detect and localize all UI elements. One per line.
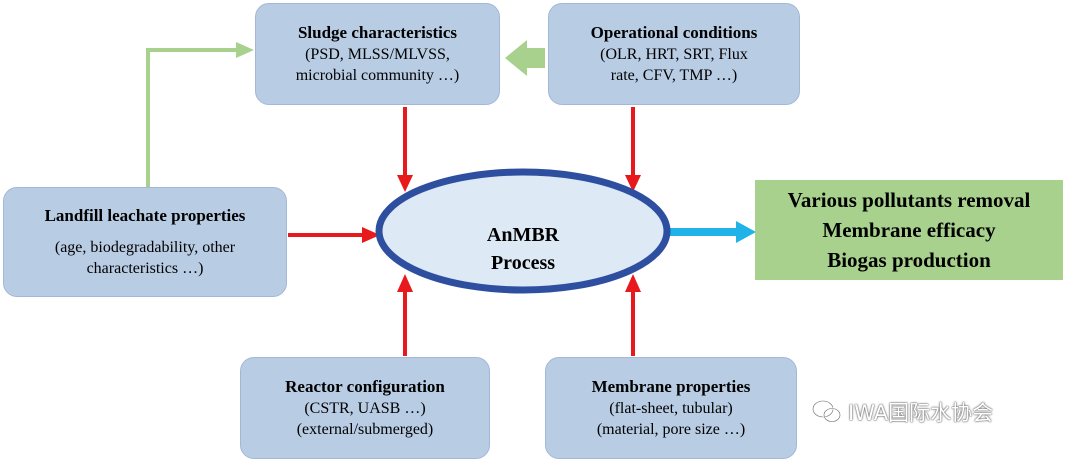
membrane-title: Membrane properties — [591, 377, 751, 396]
blue-output-arrowhead — [736, 221, 756, 243]
landfill-detail-2: characteristics …) — [86, 260, 204, 277]
green-feedback-arrow — [146, 48, 238, 187]
watermark-text: IWA国际水协会 — [848, 401, 994, 425]
outcome-line-1: Various pollutants removal — [787, 188, 1031, 212]
sludge-detail-1: (PSD, MLSS/MLVSS, — [305, 46, 450, 63]
blue-output-arrow — [668, 228, 738, 236]
membrane-detail-2: (material, pore size …) — [596, 421, 746, 438]
reactor-title: Reactor configuration — [285, 377, 445, 396]
process-line-2: Process — [490, 252, 556, 274]
operational-conditions-box: Operational conditions (OLR, HRT, SRT, F… — [548, 3, 800, 105]
process-label: AnMBR Process — [376, 198, 670, 300]
sludge-title: Sludge characteristics — [297, 23, 458, 42]
sludge-characteristics-box: Sludge characteristics (PSD, MLSS/MLVSS,… — [255, 3, 500, 105]
sludge-detail-2: microbial community …) — [295, 67, 460, 84]
anmbr-process-ellipse — [375, 168, 671, 294]
red-arrows — [288, 107, 641, 356]
landfill-detail-1: (age, biodegradability, other — [54, 239, 236, 256]
reactor-configuration-box: Reactor configuration (CSTR, UASB …) (ex… — [240, 357, 490, 459]
landfill-title: Landfill leachate properties — [44, 206, 246, 225]
operational-title: Operational conditions — [590, 23, 758, 42]
wechat-icon — [812, 400, 841, 423]
reactor-detail-2: (external/submerged) — [296, 421, 434, 438]
operational-detail-1: (OLR, HRT, SRT, Flux — [600, 46, 748, 63]
reactor-detail-1: (CSTR, UASB …) — [304, 400, 426, 417]
green-feedback-arrowhead — [236, 42, 254, 58]
watermark: IWA国际水协会 — [812, 397, 993, 427]
outcome-line-3: Biogas production — [827, 248, 991, 272]
outcome-line-2: Membrane efficacy — [822, 218, 996, 242]
membrane-detail-1: (flat-sheet, tubular) — [609, 400, 733, 417]
operational-to-sludge-arrow — [505, 40, 545, 76]
outcome-box: Various pollutants removal Membrane effi… — [755, 180, 1063, 280]
process-line-1: AnMBR — [486, 224, 560, 246]
landfill-leachate-box: Landfill leachate properties (age, biode… — [3, 187, 287, 297]
membrane-properties-box: Membrane properties (flat-sheet, tubular… — [545, 357, 797, 459]
operational-detail-2: rate, CFV, TMP …) — [610, 67, 738, 84]
